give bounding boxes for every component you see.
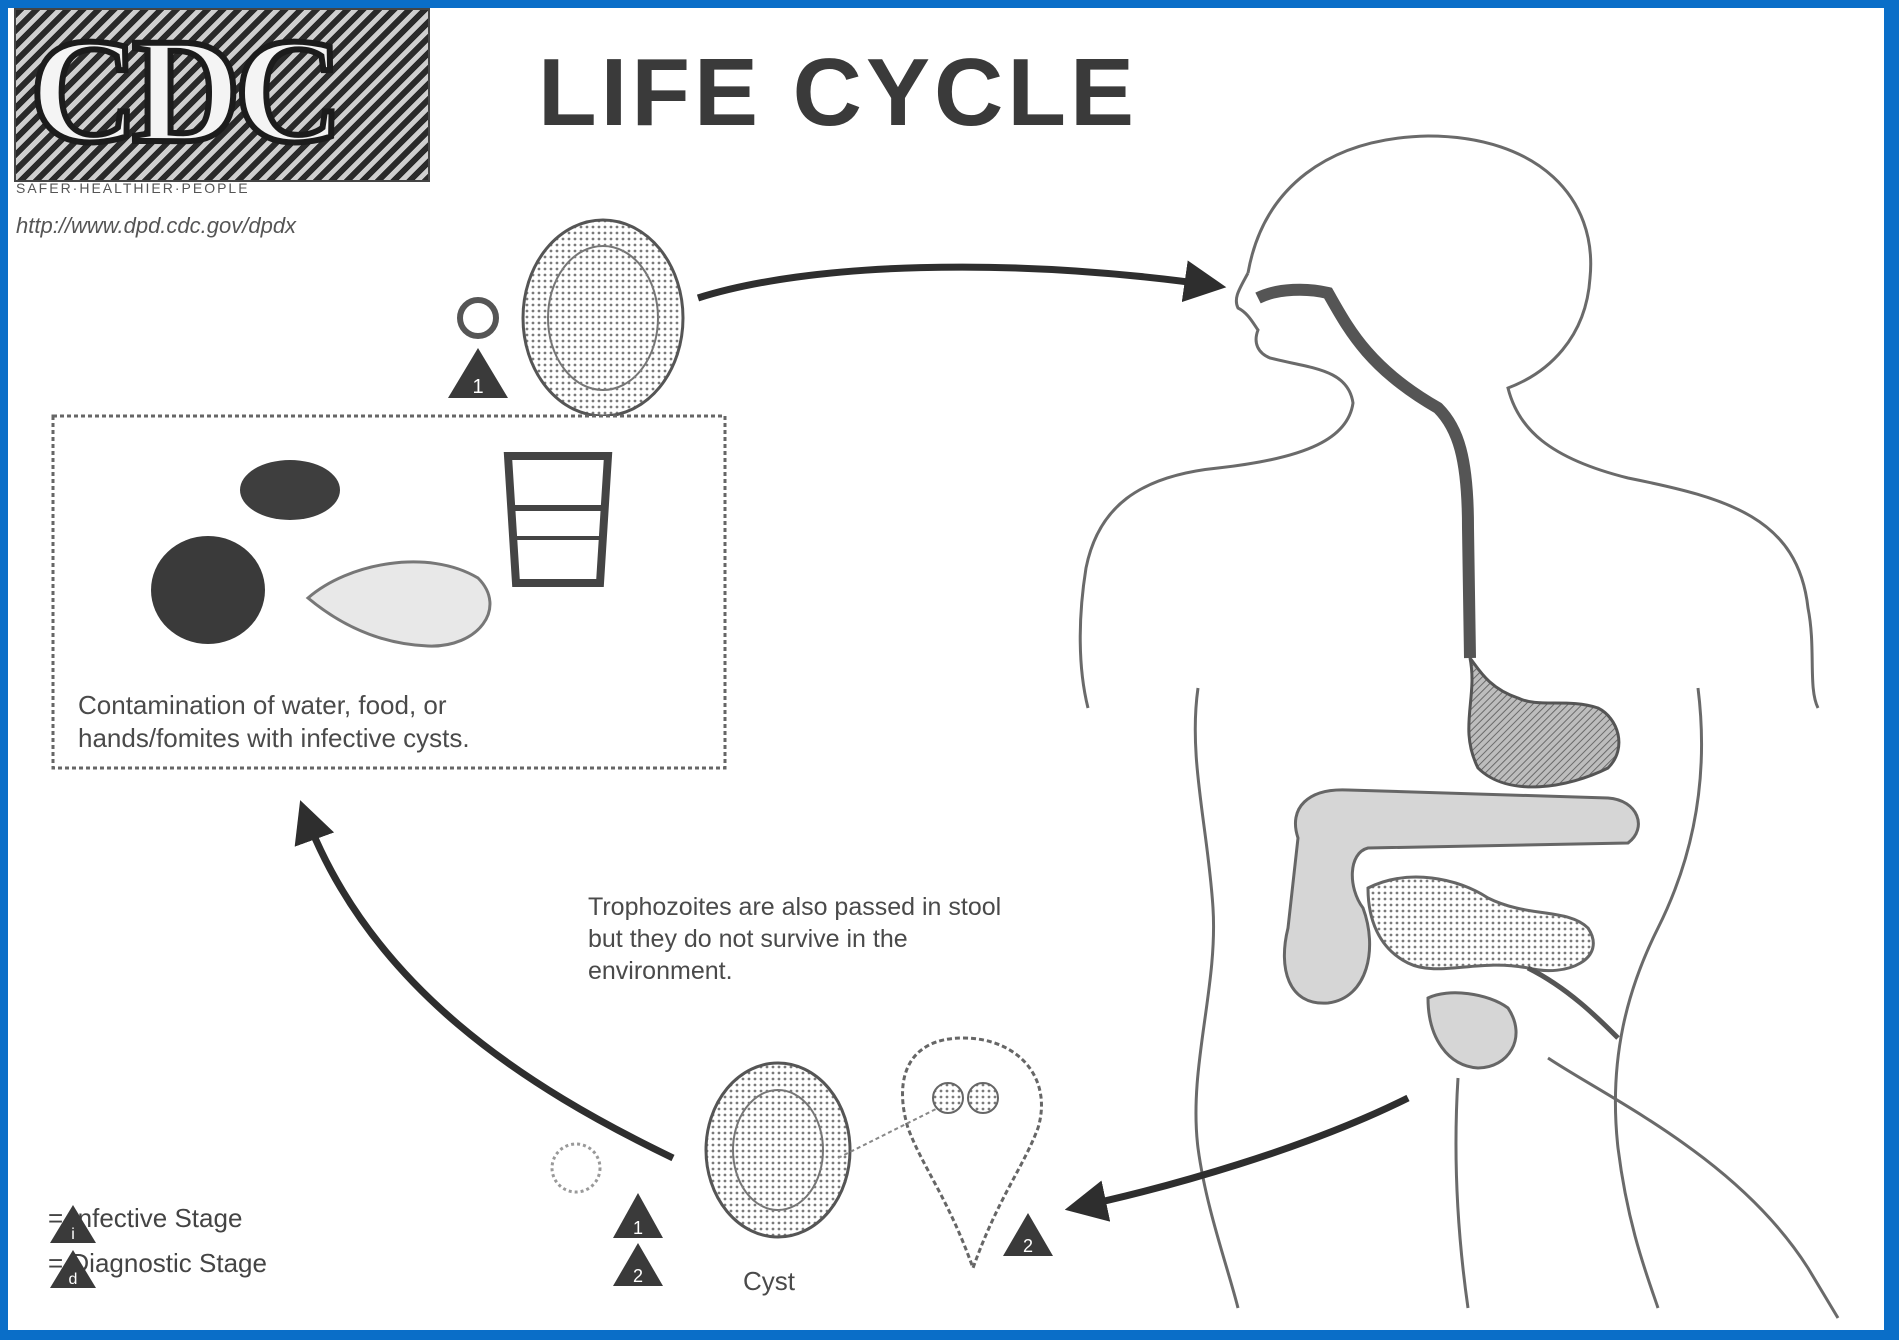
- svg-text:d: d: [69, 1271, 78, 1288]
- passed-cyst: [552, 1063, 850, 1237]
- svg-text:2: 2: [1023, 1236, 1033, 1256]
- svg-text:i: i: [71, 1226, 75, 1243]
- life-cycle-illustration: 1 1 2: [8, 8, 1884, 1330]
- infective-stage-icon: i: [48, 1203, 98, 1245]
- contamination-caption-line2: hands/fomites with infective cysts.: [78, 723, 470, 754]
- arrow-ingestion: [698, 267, 1218, 298]
- contamination-caption-line1: Contamination of water, food, or: [78, 690, 447, 721]
- svg-text:1: 1: [633, 1218, 643, 1238]
- trophozoite: [838, 1038, 1041, 1268]
- human-body-outline: [1080, 136, 1838, 1318]
- svg-text:1: 1: [472, 376, 483, 398]
- legend-infective: i= Infective Stage: [48, 1203, 242, 1234]
- legend-diagnostic: d= Diagnostic Stage: [48, 1248, 267, 1279]
- water-glass-icon: [508, 456, 608, 583]
- svg-text:2: 2: [633, 1266, 643, 1286]
- stage-marker-passed-cyst-2: 2: [613, 1243, 663, 1286]
- digestive-tract: [1258, 290, 1638, 1068]
- stage-marker-trophozoite: 2: [1003, 1213, 1053, 1256]
- cyst-label: Cyst: [743, 1266, 795, 1297]
- stage-marker-passed-cyst-1: 1: [613, 1193, 663, 1238]
- apple-icon: [151, 536, 265, 644]
- arrow-excretion: [1073, 1098, 1408, 1208]
- fruit-bowl-icon: [240, 460, 340, 520]
- diagram-frame: CDC SAFER·HEALTHIER·PEOPLE http://www.dp…: [8, 8, 1884, 1330]
- diagnostic-stage-icon: d: [48, 1248, 98, 1290]
- trophozoite-note: Trophozoites are also passed in stool bu…: [588, 891, 1008, 987]
- stage-marker-ingestion: 1: [448, 348, 508, 398]
